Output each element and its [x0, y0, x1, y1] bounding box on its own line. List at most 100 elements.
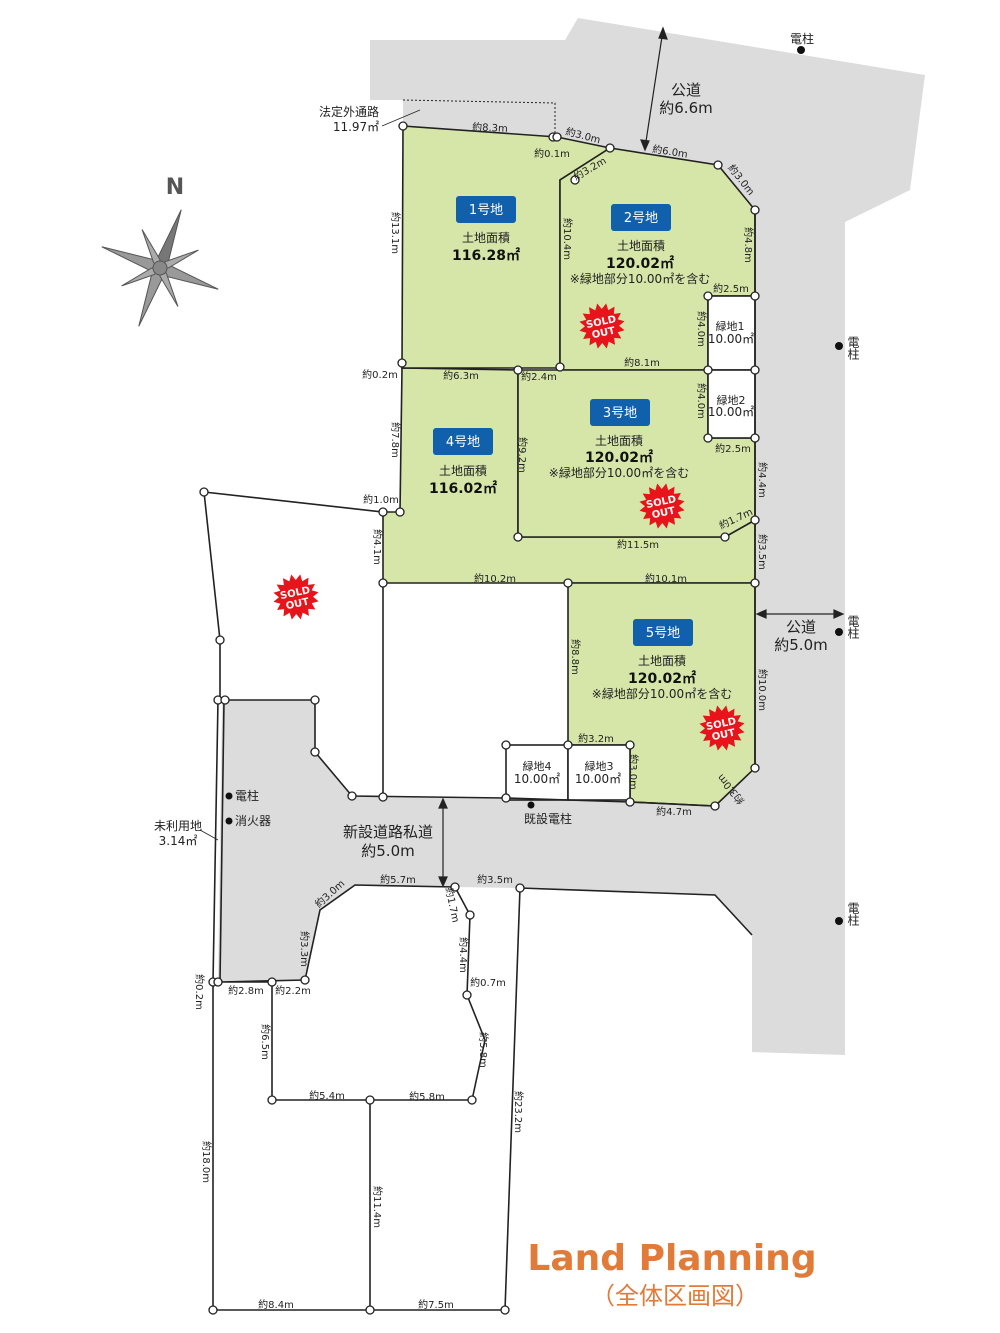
boundary-marker — [467, 1095, 477, 1105]
dimension-label: 約10.0m — [756, 669, 769, 711]
private-road-width: 約5.0m — [361, 842, 414, 860]
public-road-top-label: 公道 — [671, 81, 701, 99]
boundary-marker — [500, 1305, 510, 1315]
pole-icon — [797, 46, 805, 54]
dimension-label: 約5.8m — [477, 1032, 490, 1068]
boundary-marker — [515, 883, 525, 893]
boundary-marker — [513, 365, 523, 375]
dimension-label: 約18.0m — [200, 1141, 213, 1183]
boundary-marker — [555, 362, 565, 372]
dimension-label: 約4.0m — [695, 383, 708, 419]
dimension-label: 約8.8m — [569, 639, 582, 675]
dimension-label: 約6.3m — [443, 369, 479, 382]
dimension-label: 約9.2m — [516, 437, 529, 473]
dimension-label: 約5.4m — [309, 1089, 345, 1102]
lot-area-label: 土地面積 — [595, 433, 643, 448]
pole-label: 電柱 — [846, 902, 860, 927]
boundary-marker — [378, 792, 388, 802]
lot-badge — [433, 428, 493, 455]
boundary-marker — [213, 977, 223, 987]
dimension-label: 約2.5m — [713, 282, 749, 295]
public-road-right-label: 公道 — [786, 618, 816, 636]
lot-area-label: 土地面積 — [638, 653, 686, 668]
boundary-marker — [625, 797, 635, 807]
boundary-marker — [703, 365, 713, 375]
boundary-marker — [513, 532, 523, 542]
dimension-label: 約4.4m — [457, 937, 470, 973]
boundary-marker — [398, 121, 408, 131]
starburst-icon — [639, 483, 685, 529]
pole-label: 電柱 — [235, 788, 259, 803]
plot-outline — [519, 887, 753, 936]
lot-5-label: 5号地 土地面積 120.02㎡ ※緑地部分10.00㎡を含む — [592, 619, 732, 701]
lot-area: 120.02㎡ — [628, 670, 696, 687]
title: Land Planning — [527, 1238, 816, 1279]
lot-badge — [633, 619, 693, 646]
green-space-area: 10.00㎡ — [708, 405, 754, 419]
lot-note: ※緑地部分10.00㎡を含む — [549, 465, 689, 480]
lot-area-label: 土地面積 — [462, 230, 510, 245]
lot-number: 3号地 — [603, 406, 637, 421]
dimension-label: 約2.4m — [521, 370, 557, 383]
lot-4-label: 4号地 土地面積 116.02㎡ — [429, 428, 497, 497]
pole-icon — [527, 801, 535, 809]
boundary-marker — [750, 433, 760, 443]
boundary-marker — [267, 977, 277, 987]
dimension-label: 約0.2m — [193, 974, 206, 1010]
green-space-name: 緑地1 — [716, 319, 745, 333]
boundary-marker — [710, 801, 720, 811]
lot-1-label: 1号地 土地面積 116.28㎡ — [452, 196, 520, 264]
dimension-label: 約8.3m — [472, 120, 508, 135]
boundary-marker — [570, 175, 580, 185]
boundary-marker — [750, 515, 760, 525]
green-space-2 — [707, 369, 756, 439]
boundary-marker — [501, 793, 511, 803]
road-area — [218, 18, 925, 1055]
dimension-label: 約7.8m — [389, 422, 402, 458]
green-space-name: 緑地2 — [717, 393, 746, 407]
boundary-marker — [703, 291, 713, 301]
boundary-marker — [750, 291, 760, 301]
lot-area: 120.02㎡ — [606, 255, 674, 272]
dimension-label: 約11.5m — [617, 538, 659, 551]
boundary-marker — [750, 763, 760, 773]
boundary-marker — [378, 507, 388, 517]
boundary-marker — [300, 975, 310, 985]
boundary-marker — [365, 1095, 375, 1105]
boundary-marker — [703, 433, 713, 443]
lot-note: ※緑地部分10.00㎡を含む — [592, 686, 732, 701]
lot-number: 4号地 — [446, 435, 480, 450]
compass-icon — [101, 209, 219, 327]
pole-label: 電柱 — [846, 336, 860, 361]
boundary-marker — [713, 160, 723, 170]
sold-out-text: OUT — [591, 325, 616, 341]
extinguisher-icon — [225, 817, 233, 825]
dimension-label: 約2.5m — [715, 442, 751, 455]
dimension-label: 約7.5m — [418, 1298, 454, 1311]
lot-number: 2号地 — [624, 211, 658, 226]
boundary-marker — [310, 747, 320, 757]
subtitle: （全体区画図） — [591, 1282, 759, 1310]
boundary-marker — [750, 578, 760, 588]
pole-icon — [835, 917, 843, 925]
boundary-marker — [552, 132, 562, 142]
lot-3-label: 3号地 土地面積 120.02㎡ ※緑地部分10.00㎡を含む — [549, 399, 689, 480]
boundary-markers — [199, 121, 760, 1315]
boundary-marker — [347, 791, 357, 801]
boundary-marker — [625, 740, 635, 750]
boundary-marker — [501, 740, 511, 750]
dimension-label: 約10.1m — [645, 572, 687, 585]
boundary-marker — [267, 1095, 277, 1105]
sold-out-text: OUT — [285, 596, 310, 612]
boundary-marker — [465, 910, 475, 920]
lot-badge — [590, 399, 650, 426]
unused-land-area: 3.14㎡ — [159, 834, 198, 848]
pole-icon — [835, 342, 843, 350]
dimension-label: 約6.5m — [259, 1024, 272, 1060]
green-space-area: 10.00㎡ — [514, 772, 560, 786]
